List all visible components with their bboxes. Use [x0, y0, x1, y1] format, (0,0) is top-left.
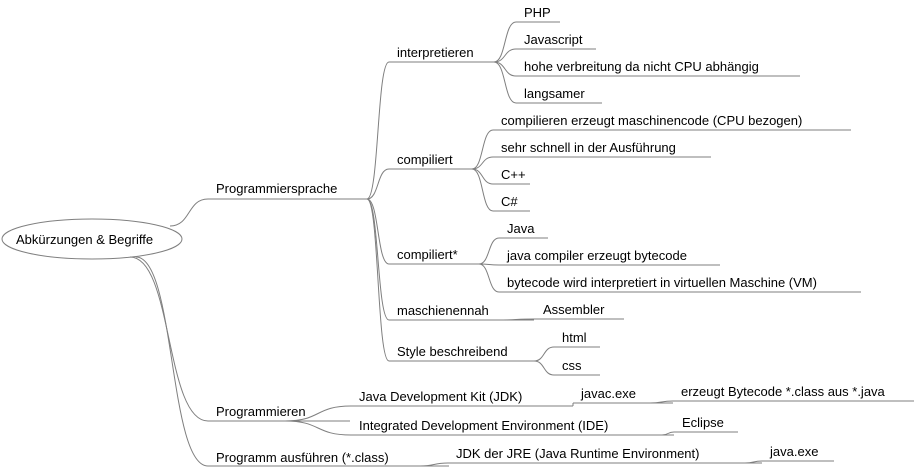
edge-ide [284, 420, 352, 436]
edge-jdk [284, 405, 352, 422]
node-php: PHP [524, 5, 551, 20]
edge-interpretieren [366, 61, 390, 200]
node-bytecode: java compiler erzeugt bytecode [507, 248, 687, 263]
node-eclipse: Eclipse [682, 415, 724, 430]
node-maschinencode: compilieren erzeugt maschinencode (CPU b… [501, 113, 803, 128]
node-cpp: C++ [501, 167, 526, 182]
node-langsamer: langsamer [524, 86, 585, 101]
edge-compiliert-child-1 [471, 156, 494, 170]
edge-root-programmieren [129, 256, 209, 422]
edge-root-programm-ausfuehren [135, 256, 209, 467]
node-programm-ausfuehren: Programm ausführen (*.class) [216, 450, 389, 465]
node-java-exe: java.exe [770, 444, 819, 459]
node-css: css [562, 358, 582, 373]
edge-compiliert-star-child-2 [478, 263, 500, 293]
node-sehr-schnell: sehr schnell in der Ausführung [501, 140, 676, 155]
edge-compiliert-child-2 [471, 168, 494, 185]
node-assembler: Assembler [543, 302, 605, 317]
edge-jre [419, 462, 449, 467]
node-maschienennah: maschienennah [397, 303, 489, 318]
node-java: Java [507, 221, 535, 236]
root-node-label: Abkürzungen & Begriffe [16, 232, 154, 247]
edge-interpretieren-child-0 [493, 21, 517, 63]
edge-interpretieren-child-3 [493, 61, 517, 104]
edge-html [533, 346, 555, 362]
node-compiliert-star: compiliert* [397, 247, 458, 262]
edge-css [533, 360, 555, 376]
edge-compiliert-star-child-0 [478, 237, 500, 265]
node-programmiersprache: Programmiersprache [216, 181, 338, 196]
edge-root-programmiersprache [169, 198, 209, 227]
node-csharp: C# [501, 194, 518, 209]
node-hohe-verbreitung: hohe verbreitung da nicht CPU abhängig [524, 59, 759, 74]
edge-compiliert [366, 168, 390, 200]
node-interpretieren: interpretieren [397, 45, 474, 60]
edge-interpretieren-child-1 [493, 48, 517, 63]
edge-compiliert-star [366, 198, 390, 265]
node-javac: javac.exe [581, 386, 636, 401]
edge-style [366, 198, 390, 362]
node-jdk: Java Development Kit (JDK) [359, 389, 523, 404]
edge-java-exe [744, 460, 763, 464]
node-javascript: Javascript [524, 32, 583, 47]
node-compiliert: compiliert [397, 152, 453, 167]
node-style: Style beschreibend [397, 344, 508, 359]
edge-assembler [496, 318, 536, 321]
edge-compiliert-child-3 [471, 168, 494, 212]
node-ide: Integrated Development Environment (IDE) [359, 418, 609, 433]
edge-compiliert-child-0 [471, 129, 494, 170]
edge-eclipse [661, 431, 675, 436]
edge-erzeugt-bytecode [649, 400, 674, 404]
node-vm: bytecode wird interpretiert in virtuelle… [507, 275, 817, 290]
node-jre: JDK der JRE (Java Runtime Environment) [456, 446, 700, 461]
node-erzeugt-bytecode: erzeugt Bytecode *.class aus *.java [681, 384, 885, 399]
edge-maschienennah [366, 198, 390, 321]
node-html: html [562, 330, 587, 345]
node-programmieren: Programmieren [216, 404, 306, 419]
root-node-ellipse [1, 218, 183, 260]
edge-interpretieren-child-2 [493, 61, 517, 77]
